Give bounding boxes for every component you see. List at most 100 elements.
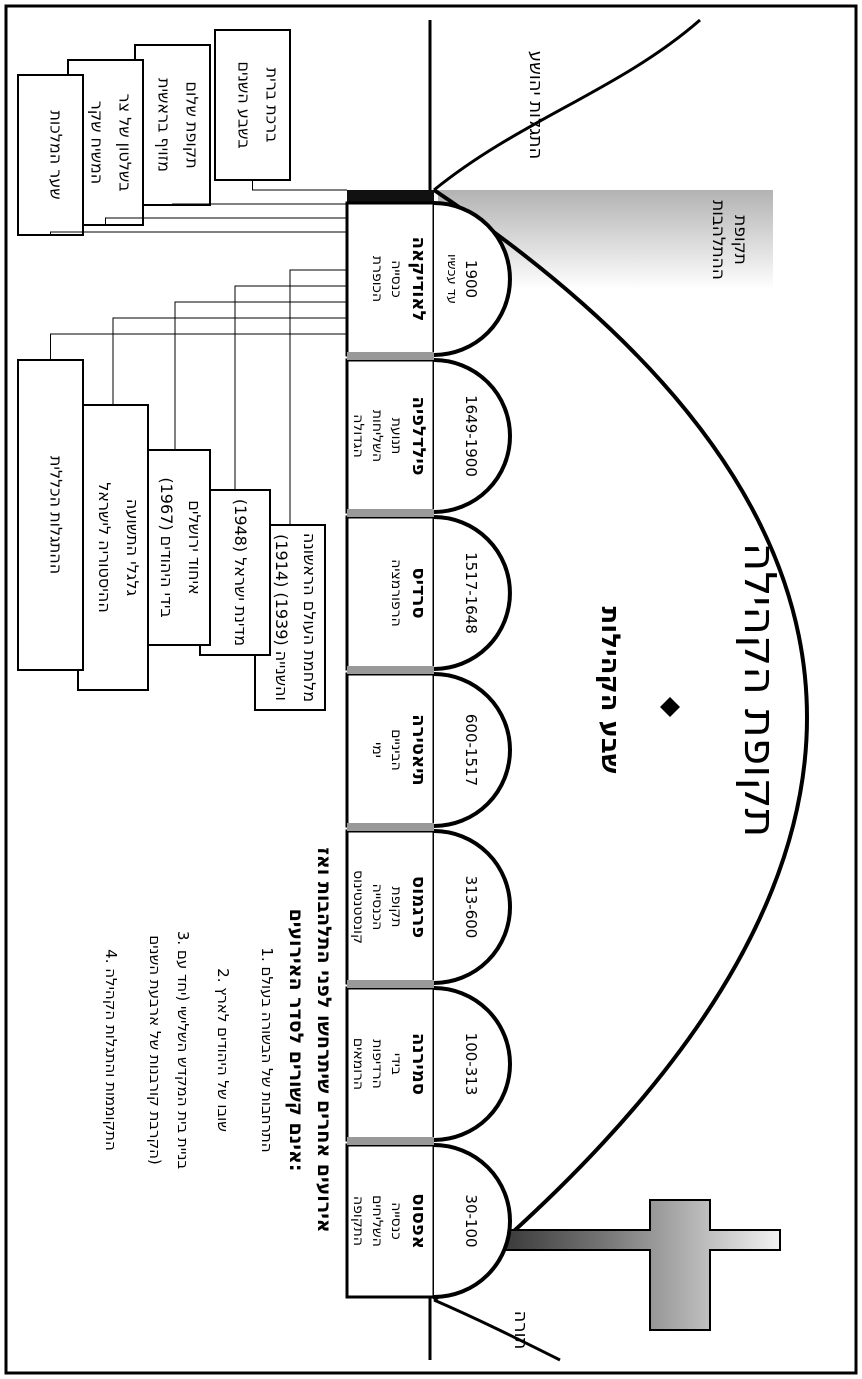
church-desc: הביניים — [388, 729, 404, 771]
church-divider — [347, 352, 434, 360]
bottom-curve — [433, 1298, 561, 1362]
church-arch — [433, 515, 512, 671]
page-subtitle: שבע הקהילות — [595, 607, 625, 774]
church-arch — [433, 986, 512, 1142]
church-desc: הרדיפות — [369, 1039, 385, 1089]
top-bar — [347, 190, 434, 204]
note-item: 1. התרחבות של הבשורה בעולם — [258, 947, 276, 1152]
church-desc: קונסטנטינוס — [350, 870, 366, 944]
event-text: שער המלכות — [47, 110, 66, 199]
church-years: 1900 — [462, 260, 480, 298]
church-desc: כנסייה — [388, 260, 404, 298]
church-arch — [433, 672, 512, 828]
rapture-label-line-1: תקופת — [730, 215, 750, 265]
connector-line — [289, 269, 347, 525]
church-name: אפסוס — [408, 1193, 429, 1249]
event-frame — [17, 359, 84, 671]
church-years-sub: עד עכשיו — [444, 254, 459, 304]
church-desc: בידי — [388, 1053, 404, 1075]
church-desc: תנועת — [388, 418, 404, 455]
church-years: 1649-1900 — [462, 395, 480, 477]
bottom-label: תורה — [510, 1311, 531, 1350]
church-box — [345, 201, 436, 357]
church-desc: הרפורמציה — [388, 559, 404, 627]
event-text: (1914) והשנייה (1939) — [272, 534, 291, 701]
church-arch — [433, 1143, 512, 1299]
event-box: ההתגלות הכללית — [17, 333, 347, 671]
connector-line — [105, 217, 347, 225]
church-arch — [433, 201, 512, 357]
event-text: מזויף בראשית — [155, 78, 174, 172]
big-arc — [432, 188, 809, 1302]
note-item: 3. בניית בית המקדש השלישי (יחד עם — [174, 931, 192, 1170]
connector-line — [174, 301, 347, 450]
church-desc: התקופה — [350, 1196, 366, 1246]
event-box: איחוד ירושלים בידי היהודים (1967) — [139, 301, 347, 646]
church-name: סמירנה — [408, 1033, 429, 1095]
church-name: סרדיס — [408, 567, 429, 618]
notes-title: אירועים אחרים שיתרחשו לפני התלהבות ואז — [313, 847, 335, 1232]
church-divider — [347, 509, 434, 517]
church-desc: הגדולה — [350, 414, 366, 457]
event-box: שער המלכות — [17, 74, 347, 236]
connector-line — [50, 333, 347, 360]
note-item: הקרבת קורבנות של ארבעת השנים) — [146, 935, 164, 1165]
connector-line — [112, 317, 347, 405]
church-years: 313-600 — [462, 876, 480, 939]
church-desc: השליחות — [369, 410, 385, 462]
event-text: המשיח שקר — [88, 101, 107, 185]
top-label: התגלות יהושע — [525, 51, 546, 159]
diamond-icon — [660, 697, 680, 717]
church-divider — [347, 666, 434, 674]
church-desc: השליחים — [369, 1195, 385, 1247]
page-frame — [4, 4, 858, 1375]
church-desc: הכופרת — [369, 256, 385, 302]
church-desc: הכנסייה — [369, 884, 385, 931]
event-frame — [77, 404, 149, 691]
connector-line — [50, 231, 347, 235]
church-years: 30-100 — [462, 1194, 480, 1247]
event-text: תקופת שלום — [183, 81, 202, 168]
event-text: בשלטון של צר — [116, 94, 135, 192]
church-desc: תקופת — [388, 887, 404, 928]
event-text: ההתגלות הכללית — [47, 456, 66, 574]
event-frame — [199, 489, 271, 656]
church-name: פרגמוס — [408, 876, 429, 938]
event-text: מלחמת העולם הראשונה — [300, 533, 319, 702]
church-divider — [347, 823, 434, 831]
church-divider — [347, 980, 434, 988]
event-box: מדינת ישראל (1948) — [199, 285, 347, 656]
church-name: לאודיקאה — [408, 237, 429, 322]
note-item: 2. שובו של היהודים לארץ — [214, 968, 232, 1132]
church-name: פילדלפיה — [408, 396, 429, 475]
connector-line — [252, 180, 347, 191]
church-years: 1517-1648 — [462, 552, 480, 634]
church-desc: כנסייה — [388, 1202, 404, 1240]
event-text: איחוד ירושלים — [185, 500, 204, 595]
event-text: ברכת ברית — [263, 68, 282, 143]
church-arch — [433, 358, 512, 514]
top-curve — [433, 18, 701, 192]
church-arch — [433, 829, 512, 985]
church-name: תיאטירה — [408, 714, 429, 785]
page-title: תקופת הקהילה — [734, 543, 785, 838]
event-frame — [17, 74, 84, 236]
church-divider — [347, 1137, 434, 1145]
event-text: מדינת ישראל (1948) — [231, 499, 250, 646]
church-box — [345, 515, 436, 671]
event-text: בידי היהודים (1967) — [157, 477, 176, 617]
event-text: גלגלי התשועה — [123, 499, 142, 597]
notes-title: אינם קשורים לסדר האירועים: — [285, 909, 307, 1172]
church-box — [345, 829, 436, 985]
church-years: 100-313 — [462, 1033, 480, 1096]
